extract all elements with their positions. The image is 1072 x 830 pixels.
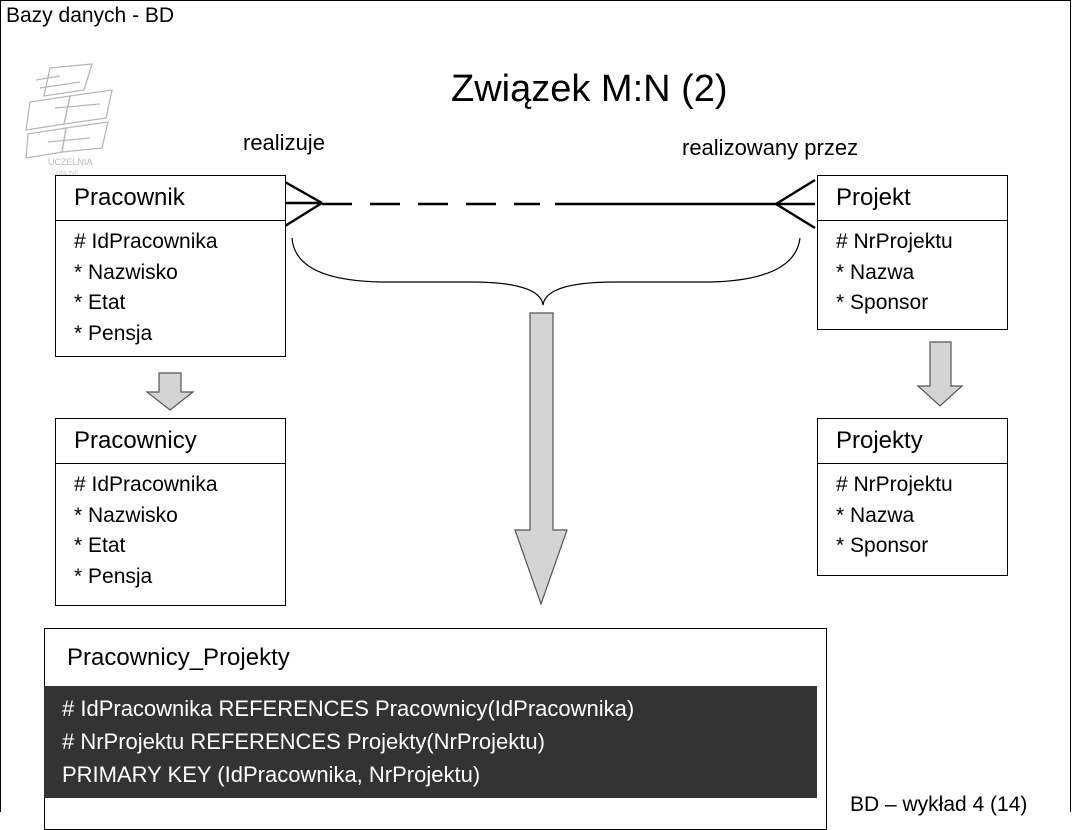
slide-header: Bazy danych - BD [6,4,175,27]
attribute: * Etat [74,291,126,314]
column: * Etat [74,534,126,557]
entity-name: Pracownik [56,176,285,221]
svg-text:ONLINE: ONLINE [56,171,78,177]
column: * Nazwa [836,503,915,527]
table-name: Pracownicy [56,419,285,464]
column: * Nazwisko [74,503,178,527]
crows-foot-right [775,178,816,230]
column: # IdPracownika [74,473,218,496]
table-pracownicy: Pracownicy # IdPracownika * Nazwisko * E… [55,418,286,606]
down-arrow-center [514,312,568,606]
attribute: # IdPracownika [74,230,218,253]
down-arrow-right [916,341,964,407]
table-projekty: Projekty # NrProjektu * Nazwa * Sponsor [817,418,1008,576]
join-table-definition: # IdPracownika REFERENCES Pracownicy(IdP… [44,686,817,798]
table-name: Pracownicy_Projekty [67,644,290,671]
column: # NrProjektu [836,473,953,496]
attribute: # NrProjektu [836,230,953,253]
definition-row: # NrProjektu REFERENCES Projekty(NrProje… [62,729,545,754]
curly-brace [291,237,801,306]
crows-foot-left [284,180,323,228]
column: * Sponsor [836,534,929,557]
university-logo: UCZELNIA ONLINE [25,63,113,177]
entity-projekt: Projekt # NrProjektu * Nazwa * Sponsor [817,175,1008,330]
slide-title: Związek M:N (2) [451,68,728,110]
definition-row: # IdPracownika REFERENCES Pracownicy(IdP… [62,696,635,721]
attribute: * Sponsor [836,291,929,314]
entity-name: Projekt [818,176,1007,221]
svg-text:UCZELNIA: UCZELNIA [48,157,93,167]
role-label-left: realizuje [243,130,325,155]
role-label-right: realizowany przez [682,135,859,160]
attribute: * Nazwisko [74,260,178,284]
down-arrow-left [145,372,195,411]
attribute: * Pensja [74,321,153,345]
definition-row: PRIMARY KEY (IdPracownika, NrProjektu) [62,762,481,787]
entity-pracownik: Pracownik # IdPracownika * Nazwisko * Et… [55,175,286,357]
slide-frame [0,0,1071,812]
column: * Pensja [74,564,153,588]
attribute: * Nazwa [836,260,915,284]
slide-footer: BD – wykład 4 (14) [850,793,1028,816]
table-name: Projekty [818,419,1007,464]
